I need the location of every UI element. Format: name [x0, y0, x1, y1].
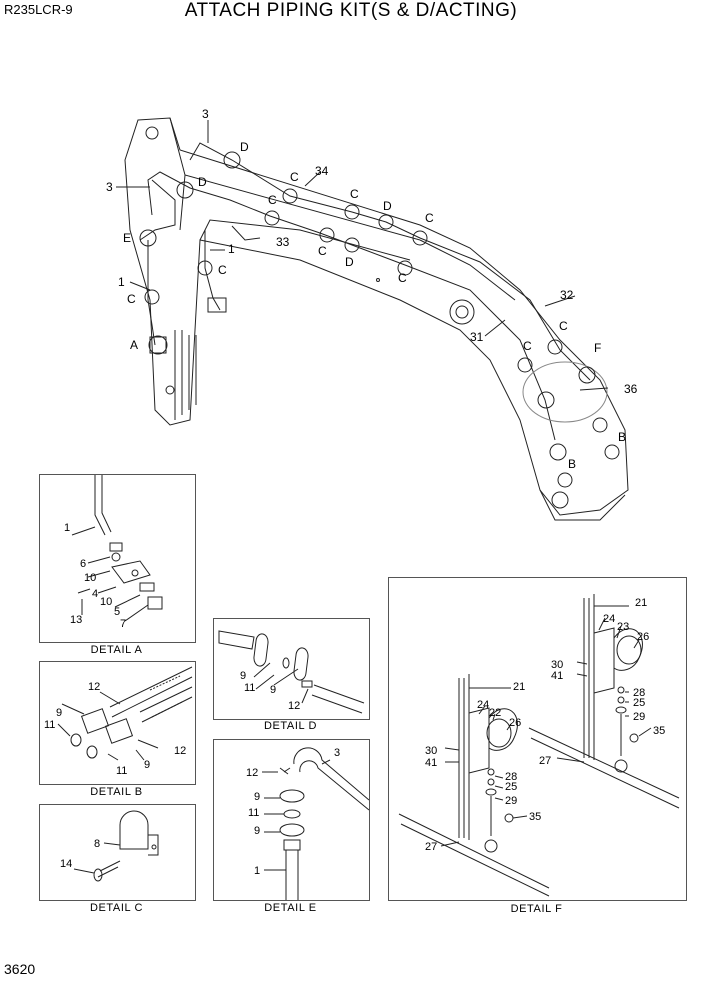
- part-number-label: 7: [120, 618, 126, 630]
- callout-33: 33: [276, 235, 290, 249]
- detail-ref-d1: D: [240, 140, 249, 154]
- boom-outline: [124, 117, 629, 516]
- detail-d-label: DETAIL D: [263, 720, 318, 732]
- part-number-label: 4: [92, 588, 98, 600]
- detail-ref-c6: C: [398, 271, 407, 285]
- part-number-label: 30: [551, 659, 563, 671]
- detail-ref-d2: D: [198, 175, 207, 189]
- part-number-label: 22: [489, 707, 501, 719]
- part-number-label: 9: [254, 791, 260, 803]
- part-number-label: 9: [240, 670, 246, 682]
- detail-c-box: 8 14: [39, 804, 196, 901]
- part-number-label: 35: [529, 811, 541, 823]
- detail-c-label: DETAIL C: [89, 902, 144, 914]
- detail-ref-b2: B: [568, 457, 576, 471]
- part-number-label: 11: [248, 807, 259, 819]
- callout-3-top: 3: [202, 107, 209, 121]
- part-number-label: 11: [244, 682, 255, 694]
- part-number-label: 13: [70, 614, 82, 626]
- detail-ref-c1: C: [290, 170, 299, 184]
- part-number-label: 29: [505, 795, 517, 807]
- part-number-label: 24: [477, 699, 489, 711]
- part-number-label: 9: [56, 707, 62, 719]
- part-number-label: 23: [617, 621, 629, 633]
- detail-f-region: [522, 361, 608, 423]
- detail-ref-c5: C: [318, 244, 327, 258]
- page-title: ATTACH PIPING KIT(S & D/ACTING): [184, 0, 518, 21]
- callout-34: 34: [315, 164, 329, 178]
- detail-e-label: DETAIL E: [264, 902, 317, 914]
- callout-1-right: 1: [228, 242, 235, 256]
- part-number-label: 12: [88, 681, 100, 693]
- part-number-label: 41: [425, 757, 437, 769]
- part-number-label: 21: [635, 597, 647, 609]
- detail-f-label: DETAIL F: [510, 903, 563, 915]
- detail-ref-c7: C: [218, 263, 227, 277]
- part-number-label: 26: [637, 631, 649, 643]
- detail-ref-c8: C: [127, 292, 136, 306]
- part-number-label: 27: [539, 755, 551, 767]
- detail-ref-c2: C: [350, 187, 359, 201]
- part-number-label: 8: [94, 838, 100, 850]
- part-number-label: 6: [80, 558, 86, 570]
- part-number-label: 41: [551, 670, 563, 682]
- detail-b-label: DETAIL B: [90, 786, 143, 798]
- detail-ref-d3: D: [383, 199, 392, 213]
- part-number-label: 1: [64, 522, 70, 534]
- detail-ref-c9: C: [559, 319, 568, 333]
- callout-3-left: 3: [106, 180, 113, 194]
- detail-e-box: 3 12 9 11 9 1: [213, 739, 370, 901]
- part-number-label: 28: [633, 687, 645, 699]
- part-number-label: 12: [174, 745, 186, 757]
- part-number-label: 12: [288, 700, 300, 712]
- boom-assembly-drawing: 3 3 34 33 1 1 32 31 36 A B B C C C C C C…: [106, 107, 638, 521]
- part-number-label: 35: [653, 725, 665, 737]
- detail-ref-d4: D: [345, 255, 354, 269]
- part-number-label: 5: [114, 606, 120, 618]
- part-number-label: 26: [509, 717, 521, 729]
- part-number-label: 25: [633, 697, 645, 709]
- callout-31: 31: [470, 330, 484, 344]
- part-number-label: 29: [633, 711, 645, 723]
- part-number-label: 9: [254, 825, 260, 837]
- part-number-label: 9: [144, 759, 150, 771]
- part-number-label: 27: [425, 841, 437, 853]
- detail-a-label: DETAIL A: [90, 644, 143, 656]
- part-number-label: 14: [60, 858, 72, 870]
- detail-d-box: 9 11 9 12: [213, 618, 370, 720]
- detail-ref-a: A: [130, 338, 138, 352]
- part-number-label: 28: [505, 771, 517, 783]
- part-number-label: 10: [100, 596, 112, 608]
- detail-ref-c4: C: [425, 211, 434, 225]
- detail-ref-e: E: [123, 231, 131, 245]
- detail-ref-c10: C: [523, 339, 532, 353]
- part-number-label: 3: [334, 747, 340, 759]
- part-number-label: 10: [84, 572, 96, 584]
- part-number-label: 30: [425, 745, 437, 757]
- model-code: R235LCR-9: [4, 2, 73, 17]
- part-number-label: 9: [270, 684, 276, 696]
- part-number-label: 1: [254, 865, 260, 877]
- detail-f-box: 21 24 23 26 30 41 28 25 29 35 27 21 24 2…: [388, 577, 687, 901]
- page-number: 3620: [4, 961, 36, 977]
- part-number-label: 21: [513, 681, 525, 693]
- part-number-label: 12: [246, 767, 258, 779]
- detail-a-box: 1 6 10 4 10 5 13 7: [39, 474, 196, 643]
- part-number-label: 11: [116, 765, 127, 777]
- part-number-label: 24: [603, 613, 615, 625]
- callout-1-left: 1: [118, 275, 125, 289]
- part-number-label: 25: [505, 781, 517, 793]
- detail-ref-f: F: [594, 341, 601, 355]
- callout-36: 36: [624, 382, 638, 396]
- part-number-label: 11: [44, 719, 55, 731]
- detail-b-box: 12 9 11 11 9 12: [39, 661, 196, 785]
- detail-ref-b1: B: [618, 430, 626, 444]
- callout-32: 32: [560, 288, 574, 302]
- detail-ref-c3: C: [268, 193, 277, 207]
- pipe-3-upper: [189, 142, 591, 381]
